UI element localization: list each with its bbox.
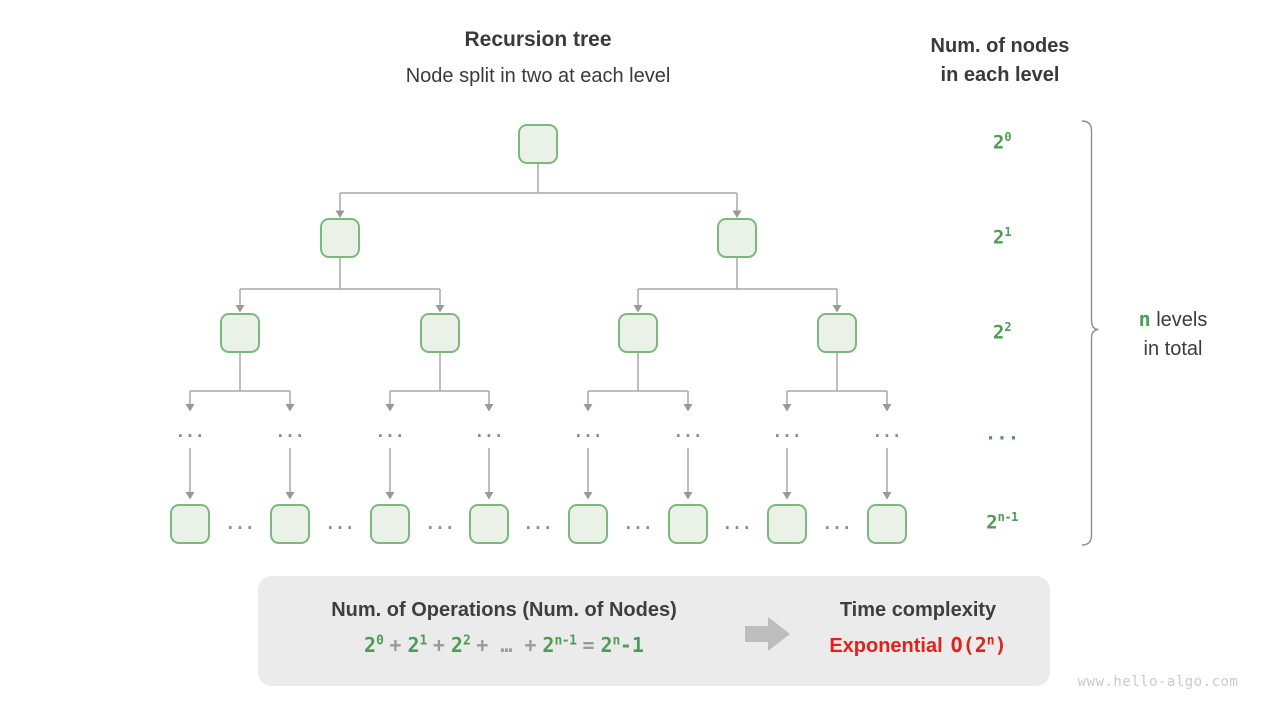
tree-node — [370, 504, 410, 544]
ellipsis: ... — [426, 514, 455, 533]
tree-nodes — [170, 124, 907, 544]
ellipsis: ... — [723, 514, 752, 533]
ellipsis: ... — [674, 422, 703, 441]
total-levels-line1: n levels — [1108, 305, 1238, 335]
formula-term: 2n-1 — [542, 633, 577, 657]
ellipsis: ... — [376, 422, 405, 441]
ellipsis: ... — [475, 422, 504, 441]
level-count-base: ... — [984, 422, 1020, 445]
n-symbol: n — [1138, 307, 1151, 331]
level-count-0: 20 — [967, 130, 1037, 153]
level-count-base: 2 — [992, 226, 1005, 249]
plus-operator: + — [476, 633, 489, 657]
ellipsis: ... — [624, 514, 653, 533]
level-count-base: 2 — [986, 511, 998, 534]
level-count-1: 21 — [967, 225, 1037, 248]
mid-ellipsis-row: ... ... ... ... ... ... ... ... — [176, 422, 902, 441]
ellipsis: ... — [326, 514, 355, 533]
ellipsis: ... — [823, 514, 852, 533]
recursion-tree-diagram: ... ... ... ... ... ... ... ... ... ... … — [170, 120, 1099, 546]
formula-term: 21 — [407, 633, 427, 657]
implies-arrow-icon — [745, 617, 790, 651]
total-levels-line2: in total — [1143, 338, 1203, 360]
tree-node — [568, 504, 608, 544]
tree-node — [717, 218, 757, 258]
nodes-per-level-title-line2: in each level — [940, 64, 1060, 86]
tree-node — [518, 124, 558, 164]
complexity-result: Exponential O(2n) — [803, 633, 1033, 658]
tree-node — [420, 313, 460, 353]
complexity-name: Exponential — [829, 635, 943, 657]
tree-node — [668, 504, 708, 544]
operations-formula: 20+21+22+…+2n-1=2n-1 — [274, 633, 734, 657]
watermark: www.hello-algo.com — [1077, 674, 1239, 690]
ellipsis: ... — [773, 422, 802, 441]
formula-term: 20 — [364, 633, 384, 657]
levels-word: levels — [1150, 309, 1208, 331]
tree-node — [767, 504, 807, 544]
tree-node — [170, 504, 210, 544]
plus-operator: + — [524, 633, 537, 657]
tree-node — [867, 504, 907, 544]
level-count-2: 22 — [967, 320, 1037, 343]
level-count-base: 2 — [992, 321, 1005, 344]
tree-node — [270, 504, 310, 544]
tree-node — [320, 218, 360, 258]
summary-box: Num. of Operations (Num. of Nodes) 20+21… — [258, 576, 1050, 686]
diagram-subtitle: Node split in two at each level — [405, 65, 671, 87]
ellipsis: ... — [873, 422, 902, 441]
level-count-exp: n-1 — [997, 510, 1019, 524]
tree-connectors — [189, 163, 888, 492]
level-count-exp: 2 — [1004, 320, 1012, 334]
equals-operator: = — [582, 633, 595, 657]
formula-result: 2n-1 — [600, 633, 644, 657]
level-count-base: 2 — [992, 131, 1005, 154]
ellipsis: ... — [226, 514, 255, 533]
tree-arrowheads — [185, 210, 892, 500]
tree-node — [220, 313, 260, 353]
big-o-notation: O(2n) — [950, 633, 1007, 657]
tree-node — [817, 313, 857, 353]
level-count-last: 2n-1 — [967, 510, 1037, 533]
ellipsis: ... — [574, 422, 603, 441]
nodes-per-level-title-line1: Num. of nodes — [930, 35, 1070, 57]
ellipsis: ... — [176, 422, 205, 441]
level-count-exp: 1 — [1004, 225, 1012, 239]
tree-node — [618, 313, 658, 353]
levels-brace — [1081, 120, 1099, 546]
total-levels-label: n levels in total — [1108, 305, 1238, 364]
diagram-title: Recursion tree — [464, 28, 612, 51]
operations-title: Num. of Operations (Num. of Nodes) — [331, 599, 677, 621]
ellipsis: ... — [524, 514, 553, 533]
ellipsis: ... — [276, 422, 305, 441]
time-complexity-title: Time complexity — [839, 599, 997, 621]
formula-term: 22 — [450, 633, 471, 657]
tree-node — [469, 504, 509, 544]
nodes-per-level-title: Num. of nodes in each level — [900, 32, 1100, 90]
level-count-ellipsis: ... — [967, 421, 1037, 444]
plus-operator: + — [432, 633, 445, 657]
level-count-exp: 0 — [1004, 130, 1012, 144]
plus-operator: + — [389, 633, 402, 657]
formula-ellipsis: … — [500, 633, 513, 657]
bottom-ellipsis-row: ... ... ... ... ... ... ... — [226, 514, 852, 533]
